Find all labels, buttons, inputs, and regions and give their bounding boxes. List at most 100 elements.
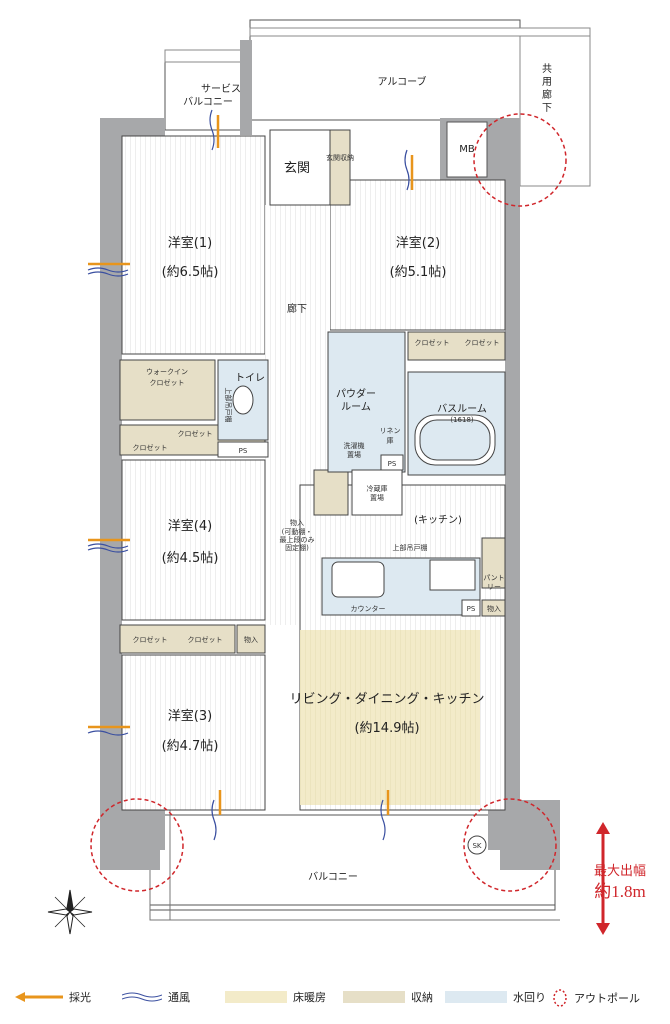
- ventilation-icons: [87, 109, 410, 841]
- legend-wet-area: 水回り: [445, 989, 546, 1005]
- svg-text:クロゼット: クロゼット: [465, 338, 500, 347]
- svg-text:リネン: リネン: [380, 427, 401, 435]
- fridge-space: [351, 469, 403, 516]
- svg-text:(約4.5帖): (約4.5帖): [162, 551, 219, 566]
- light-arrow-icon: [15, 992, 63, 1002]
- svg-text:玄関収納: 玄関収納: [326, 153, 354, 162]
- svg-text:SK: SK: [472, 842, 481, 850]
- alcove-label: アルコーブ: [377, 75, 426, 88]
- legend-outpole: アウトポール: [552, 989, 640, 1007]
- light-arrows: [88, 115, 414, 815]
- svg-text:最大出幅: 最大出幅: [594, 864, 646, 879]
- svg-text:パウダー: パウダー: [336, 387, 376, 400]
- legend-floor-heating: 床暖房: [225, 989, 326, 1005]
- entrance[interactable]: [269, 129, 331, 206]
- entrance-label: 玄関: [284, 161, 310, 176]
- toilet-label: トイレ: [235, 373, 265, 384]
- svg-text:洗濯機: 洗濯機: [344, 441, 365, 450]
- svg-text:クロゼット: クロゼット: [415, 338, 450, 347]
- closet-room3: [119, 624, 236, 654]
- svg-text:PS: PS: [239, 447, 248, 455]
- svg-text:置場: 置場: [370, 493, 384, 502]
- storage-hall: [313, 469, 349, 516]
- western-room-3[interactable]: [121, 654, 266, 811]
- svg-text:クロゼット: クロゼット: [133, 635, 168, 644]
- svg-text:バルコニー: バルコニー: [183, 96, 233, 108]
- service-balcony: [164, 49, 251, 131]
- svg-text:(キッチン): (キッチン): [414, 514, 462, 526]
- outpole-markers: [90, 113, 567, 892]
- svg-text:クロゼット: クロゼット: [150, 378, 185, 387]
- svg-text:(約4.7帖): (約4.7帖): [162, 739, 219, 754]
- svg-text:(可動棚・: (可動棚・: [282, 527, 313, 536]
- western-room-2[interactable]: [329, 179, 506, 331]
- entrance-storage: [329, 129, 351, 206]
- powder-room: [327, 331, 406, 473]
- legend-storage: 収納: [343, 989, 433, 1005]
- svg-text:洋室(4): 洋室(4): [168, 518, 212, 534]
- pantry: [481, 537, 506, 589]
- svg-text:物入: 物入: [487, 604, 501, 613]
- svg-text:(1618): (1618): [450, 416, 474, 424]
- closet-room2: [407, 331, 506, 361]
- svg-text:クロゼット: クロゼット: [178, 429, 213, 438]
- compass-icon: [47, 889, 93, 935]
- shared-corridor: [519, 35, 591, 187]
- hallway-label: 廊下: [287, 302, 307, 315]
- svg-text:洋室(2): 洋室(2): [396, 235, 440, 251]
- balcony: [149, 809, 560, 921]
- svg-text:洋室(3): 洋室(3): [168, 708, 212, 724]
- balcony-label: バルコニー: [308, 871, 358, 883]
- slop-sink: [467, 835, 487, 855]
- mb-label: MB: [459, 144, 475, 155]
- balcony-depth-indicator: 最大出幅 約1.8m: [594, 822, 646, 935]
- svg-text:ウォークイン: ウォークイン: [146, 368, 188, 376]
- ventilation-wave-icon: [122, 992, 162, 1002]
- toilet-bowl: [232, 385, 254, 415]
- service-balcony-label: サービス: [201, 83, 241, 95]
- svg-text:物入: 物入: [244, 635, 258, 644]
- svg-text:クロゼット: クロゼット: [188, 635, 223, 644]
- legend: 採光 通風 床暖房 収納 水回り アウトポール: [0, 985, 670, 1009]
- svg-text:固定棚): 固定棚): [285, 543, 309, 552]
- svg-text:パント: パント: [483, 574, 504, 582]
- storage-room3: [236, 624, 266, 654]
- svg-text:(約14.9帖): (約14.9帖): [354, 721, 419, 736]
- svg-text:クロゼット: クロゼット: [133, 443, 168, 452]
- svg-text:庫: 庫: [387, 436, 394, 445]
- svg-text:置場: 置場: [347, 450, 361, 459]
- svg-text:バスルーム: バスルーム: [437, 403, 487, 415]
- svg-text:冷蔵庫: 冷蔵庫: [367, 484, 388, 493]
- svg-text:上部吊戸棚: 上部吊戸棚: [224, 388, 233, 423]
- ps: [217, 441, 269, 458]
- western-room-4[interactable]: [121, 459, 266, 621]
- svg-text:(約6.5帖): (約6.5帖): [162, 265, 219, 280]
- svg-text:PS: PS: [388, 460, 397, 468]
- svg-text:廊: 廊: [542, 88, 552, 101]
- svg-text:物入: 物入: [290, 518, 304, 527]
- floor-heating-area: [300, 630, 480, 805]
- legend-ventilation: 通風: [122, 989, 190, 1005]
- ps: [461, 599, 481, 617]
- svg-text:リー: リー: [487, 583, 501, 591]
- svg-text:下: 下: [542, 103, 552, 114]
- ps: [380, 454, 404, 471]
- sink: [331, 561, 385, 598]
- svg-text:最上段のみ: 最上段のみ: [280, 535, 315, 544]
- svg-text:約1.8m: 約1.8m: [594, 882, 645, 901]
- storage-kitchen: [481, 599, 506, 617]
- stove: [429, 559, 476, 591]
- svg-text:(約5.1帖): (約5.1帖): [390, 265, 447, 280]
- walk-in-closet: [119, 359, 216, 421]
- svg-text:用: 用: [542, 77, 552, 88]
- svg-text:リビング・ダイニング・キッチン: リビング・ダイニング・キッチン: [289, 692, 484, 707]
- svg-text:PS: PS: [467, 605, 476, 613]
- legend-light: 採光: [15, 989, 91, 1005]
- svg-text:カウンター: カウンター: [351, 604, 386, 613]
- svg-text:洋室(1): 洋室(1): [168, 235, 212, 251]
- svg-text:ルーム: ルーム: [341, 401, 371, 413]
- svg-text:共: 共: [542, 63, 552, 75]
- svg-text:上部吊戸棚: 上部吊戸棚: [393, 543, 428, 552]
- western-room-1[interactable]: [121, 135, 266, 355]
